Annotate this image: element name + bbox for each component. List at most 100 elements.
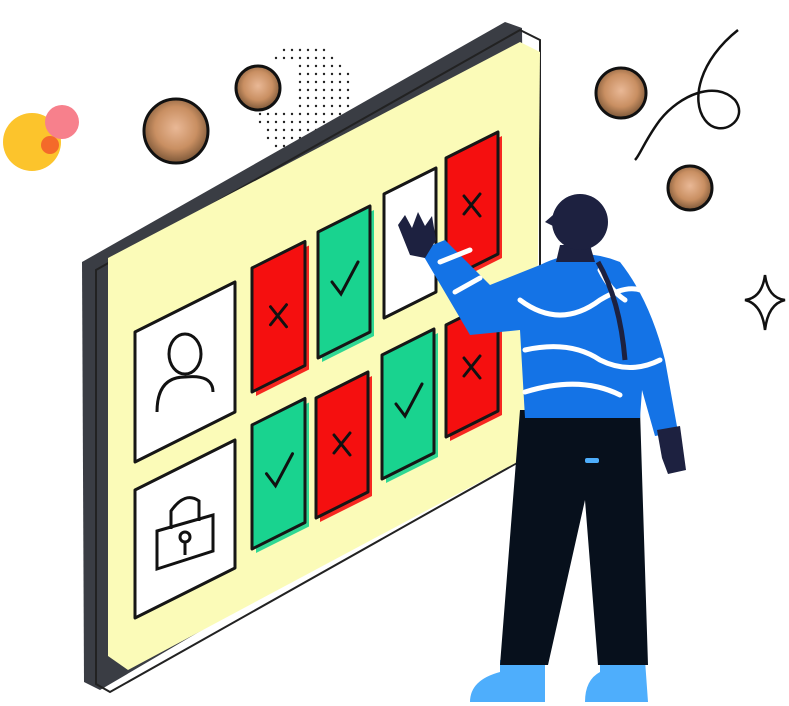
x-mark-icon [462,192,482,218]
decorative-blobs [3,105,79,171]
avatars [142,64,714,212]
dot [306,104,310,108]
dot [346,72,350,76]
dot [290,112,294,116]
dot [290,56,294,60]
dot [258,112,262,116]
user-icon [155,332,215,413]
x-mark-icon [462,354,482,380]
dot [274,112,278,116]
dot [282,112,286,116]
card-lock-icon [133,438,237,620]
dot [274,120,278,124]
dot [290,48,294,52]
dot [314,120,318,124]
dot [338,80,342,84]
dot [282,144,286,148]
lower-hand [657,426,686,474]
dot [306,72,310,76]
dot [298,120,302,124]
dot [322,80,326,84]
dot [338,104,342,108]
dot [346,96,350,100]
card-reject [444,130,502,284]
dot [314,80,318,84]
dot [306,80,310,84]
sparkle-icon [744,274,786,331]
dot [298,72,302,76]
x-mark-icon [269,303,288,329]
squiggle-line [634,29,741,161]
check-mark-icon [330,260,360,297]
check-mark-icon [265,452,294,489]
dot [322,88,326,92]
dot [282,56,286,60]
card-reject [314,370,372,522]
dot [282,128,286,132]
dot [306,64,310,68]
card-reject [250,240,309,396]
dot [298,112,302,116]
dot [266,112,270,116]
orange-blob [41,136,59,154]
pants [500,410,648,665]
dot [298,88,302,92]
card-user-icon [133,280,237,464]
dot [274,128,278,132]
nose [545,215,553,226]
dot [298,48,302,52]
dot [274,136,278,140]
dot [322,96,326,100]
dot [282,48,286,52]
avatar [142,97,210,165]
dot [322,64,326,68]
dot [338,112,342,116]
card-approve [380,327,438,483]
dot [338,96,342,100]
dot [322,112,326,116]
card-grid [133,130,502,620]
left-shoe [470,660,545,702]
dot [338,64,342,68]
dot [290,136,294,140]
dot [298,128,302,132]
person [398,194,686,702]
avatar [666,164,714,212]
pocket-tag [585,458,599,463]
dot [314,56,318,60]
card-approve [316,204,374,362]
x-mark-icon [332,431,352,457]
dot [298,56,302,60]
dot [330,64,334,68]
dot [330,96,334,100]
dot [330,56,334,60]
dot [314,104,318,108]
dot [298,80,302,84]
dot [314,88,318,92]
head [552,194,608,250]
avatar [594,66,648,120]
dot [306,56,310,60]
dot [346,88,350,92]
dot [322,56,326,60]
dot [314,96,318,100]
backpack-strap [595,260,628,361]
dot [322,120,326,124]
dot [298,104,302,108]
dot [322,104,326,108]
dot [290,128,294,132]
dot [306,88,310,92]
lock-icon [155,496,215,572]
dot [314,112,318,116]
dot [346,104,350,108]
dot [330,88,334,92]
card-approve [250,397,309,553]
dot [330,72,334,76]
avatar [234,64,282,112]
sweater-stripes [437,247,663,398]
dot [314,72,318,76]
dot [314,48,318,52]
dot [346,80,350,84]
dot [338,88,342,92]
